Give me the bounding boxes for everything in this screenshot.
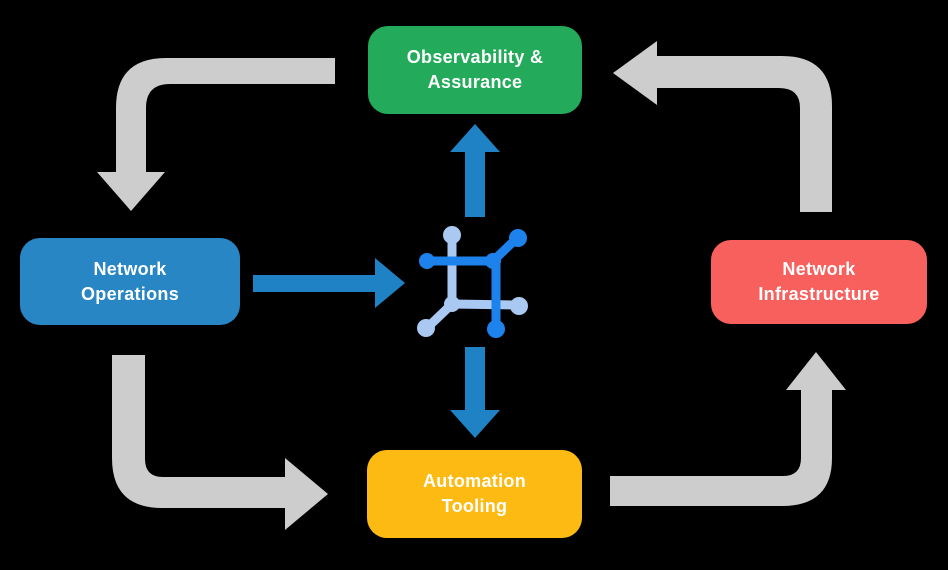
arrow-automation-to-infrastructure bbox=[610, 352, 846, 506]
network-topology-icon-light-layer bbox=[417, 226, 528, 337]
node-network-infrastructure: Network Infrastructure bbox=[711, 240, 927, 324]
network-topology-icon bbox=[417, 226, 528, 338]
arrow-operations-to-center bbox=[253, 258, 405, 308]
arrow-observability-to-operations bbox=[97, 58, 335, 211]
arrow-infrastructure-to-observability bbox=[613, 41, 832, 212]
node-automation-tooling: Automation Tooling bbox=[367, 450, 582, 538]
node-observability-assurance: Observability & Assurance bbox=[368, 26, 582, 114]
arrow-center-to-observability bbox=[450, 124, 500, 217]
arrow-center-to-automation bbox=[450, 347, 500, 438]
node-network-operations: Network Operations bbox=[20, 238, 240, 325]
network-topology-icon-bright-layer bbox=[419, 229, 527, 338]
arrow-operations-to-automation bbox=[112, 355, 328, 530]
